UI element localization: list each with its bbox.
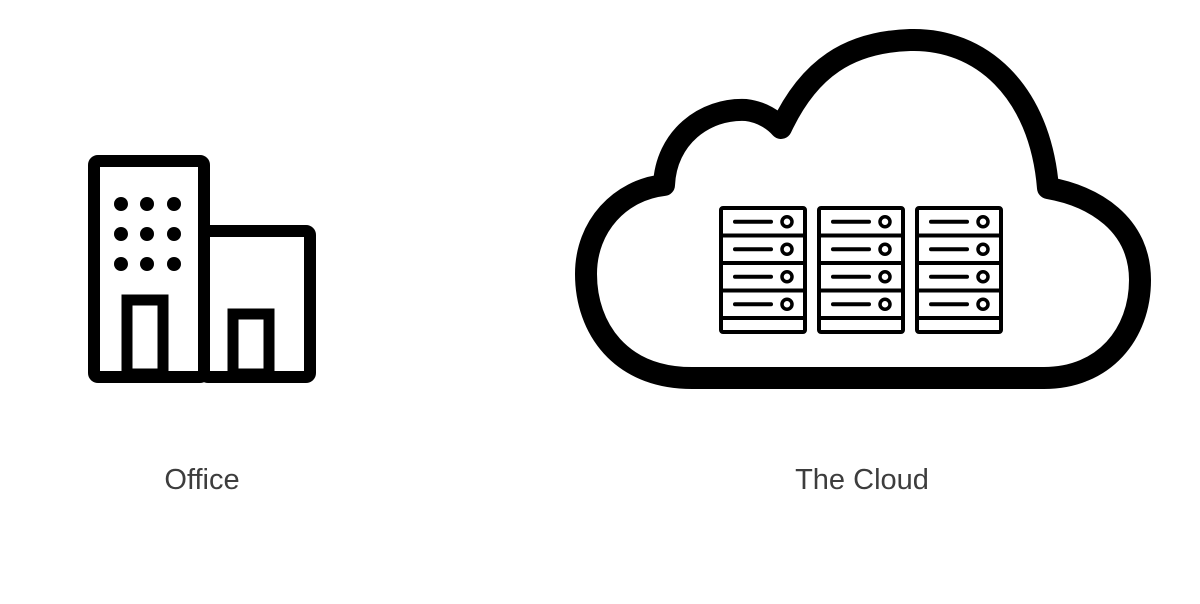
office-door-right <box>227 308 275 380</box>
cloud-outline <box>575 28 1151 389</box>
server-racks <box>719 206 1003 334</box>
server-rack-icon <box>817 206 905 334</box>
office-building-icon <box>88 155 316 383</box>
office-node <box>88 155 318 383</box>
cloud-node <box>574 28 1154 394</box>
office-window-dots <box>114 197 181 271</box>
server-rack-icon <box>915 206 1003 334</box>
server-rack-icon <box>719 206 807 334</box>
cloud-server-icon <box>575 28 1151 389</box>
office-label: Office <box>164 464 240 496</box>
cloud-label: The Cloud <box>795 464 929 496</box>
office-wing-outline <box>198 225 316 383</box>
office-door-left <box>121 294 169 380</box>
